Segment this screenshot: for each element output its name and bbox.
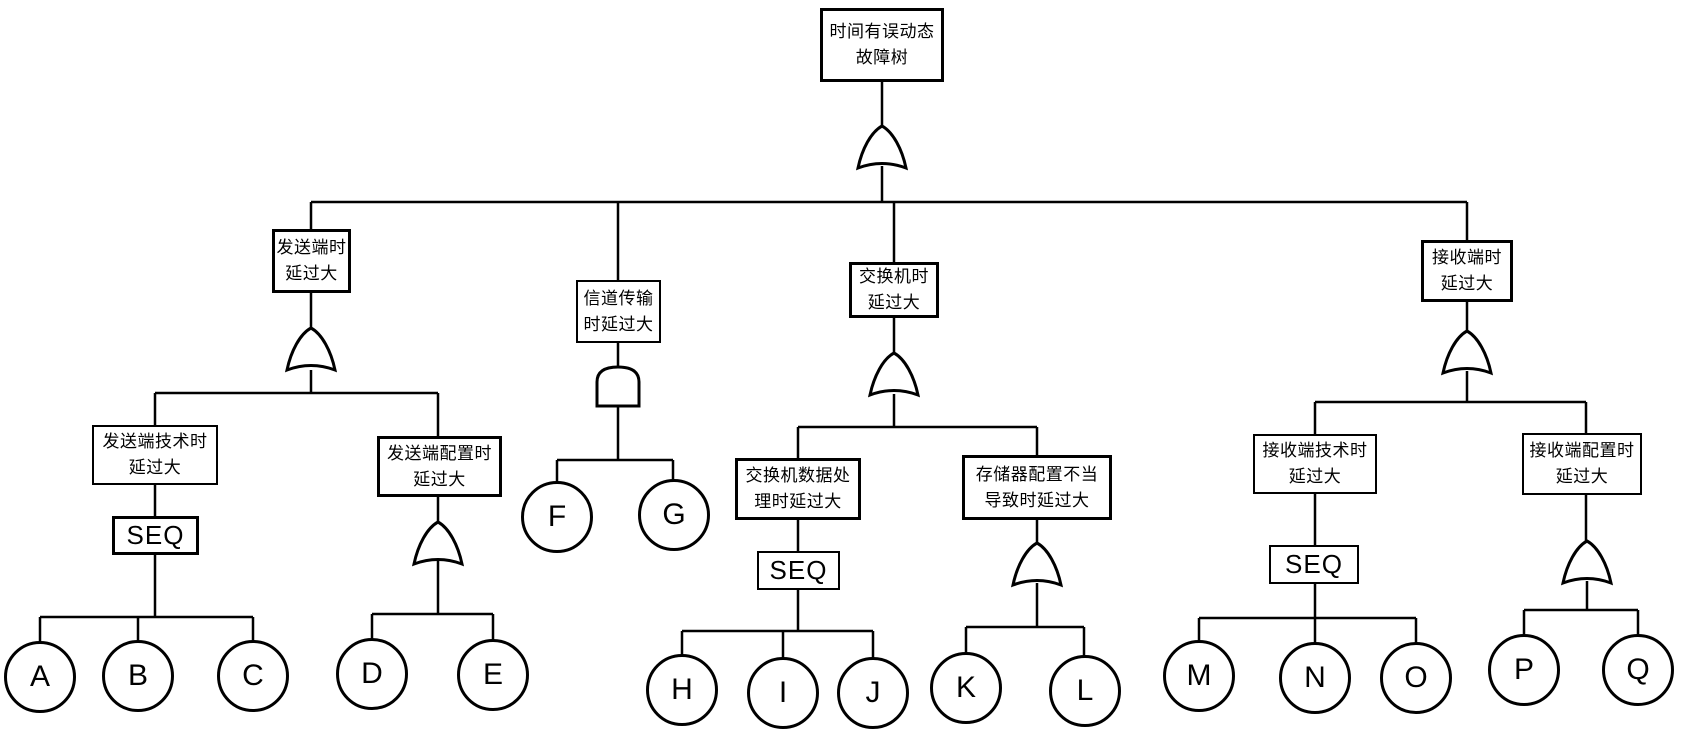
sender-config-line1: 发送端配置时 (387, 443, 492, 463)
sender-tech-seq-label: SEQ (126, 520, 185, 550)
receiver-event-line2: 延过大 (1440, 274, 1494, 293)
basic-event-label-h: H (671, 673, 693, 706)
connector-lines (38, 82, 1640, 659)
basic-event-circle-p: P (1488, 634, 1560, 706)
receiver-or-gate-icon (1440, 329, 1494, 376)
basic-event-label-q: Q (1626, 653, 1650, 686)
memory-config-line2: 导致时延过大 (984, 490, 1090, 510)
sender-event-line2: 延过大 (285, 264, 338, 283)
receiver-tech-line1: 接收端技术时 (1262, 441, 1368, 460)
top-event-line2: 故障树 (855, 48, 909, 67)
switch-data-seq-label: SEQ (769, 555, 828, 585)
basic-event-circle-g: G (638, 479, 710, 551)
basic-event-circle-m: M (1163, 640, 1235, 712)
memory-config-line1: 存储器配置不当 (975, 464, 1099, 484)
switch-event-line1: 交换机时 (859, 267, 929, 286)
basic-event-circle-q: Q (1602, 634, 1674, 706)
channel-event-line1: 信道传输 (583, 288, 654, 308)
receiver-tech-event-box: 接收端技术时 延过大 (1253, 434, 1377, 494)
receiver-tech-line2: 延过大 (1288, 467, 1342, 486)
basic-event-circle-f: F (521, 481, 593, 553)
sender-tech-seq-gate: SEQ (112, 516, 199, 555)
top-event-line1: 时间有误动态 (829, 22, 935, 41)
sender-config-or-gate-icon (411, 520, 465, 567)
basic-event-label-g: G (662, 498, 686, 531)
basic-event-circle-n: N (1279, 642, 1351, 714)
basic-event-circle-o: O (1380, 642, 1452, 714)
switch-or-gate-icon (867, 351, 921, 398)
basic-event-circle-h: H (646, 654, 718, 726)
receiver-event-line1: 接收端时 (1432, 248, 1502, 267)
basic-event-label-n: N (1304, 661, 1326, 694)
basic-event-label-p: P (1513, 653, 1534, 686)
basic-event-circle-k: K (930, 652, 1002, 724)
basic-event-label-b: B (127, 659, 148, 692)
basic-event-label-f: F (547, 500, 567, 533)
receiver-config-event-box: 接收端配置时 延过大 (1522, 433, 1642, 495)
basic-event-label-o: O (1404, 661, 1428, 694)
receiver-config-or-gate-icon (1560, 539, 1614, 586)
sender-config-line2: 延过大 (413, 469, 466, 489)
receiver-tech-seq-gate: SEQ (1269, 545, 1359, 584)
switch-data-event-box: 交换机数据处 理时延过大 (735, 458, 861, 520)
switch-data-line2: 理时延过大 (754, 492, 842, 511)
switch-event-box: 交换机时 延过大 (849, 262, 939, 318)
switch-data-seq-gate: SEQ (757, 551, 840, 590)
receiver-event-box: 接收端时 延过大 (1421, 240, 1513, 302)
basic-event-circle-j: J (837, 657, 909, 729)
basic-event-circle-b: B (102, 640, 174, 712)
basic-event-label-m: M (1186, 659, 1212, 692)
basic-event-circle-a: A (4, 641, 76, 713)
basic-event-label-d: D (361, 657, 383, 690)
basic-event-label-c: C (242, 659, 264, 692)
sender-tech-event-box: 发送端技术时 延过大 (92, 425, 218, 485)
receiver-tech-seq-label: SEQ (1285, 549, 1343, 579)
sender-config-event-box: 发送端配置时 延过大 (377, 436, 502, 497)
memory-config-or-gate-icon (1010, 541, 1064, 588)
basic-event-circle-e: E (457, 639, 529, 711)
sender-event-box: 发送端时 延过大 (272, 229, 351, 293)
channel-and-gate-icon (595, 365, 641, 408)
receiver-config-line1: 接收端配置时 (1529, 441, 1635, 460)
switch-event-line2: 延过大 (867, 293, 921, 312)
receiver-config-line2: 延过大 (1555, 467, 1609, 486)
top-or-gate-icon (855, 124, 909, 171)
top-event-box: 时间有误动态 故障树 (820, 8, 944, 82)
basic-event-label-a: A (29, 660, 50, 693)
sender-or-gate-icon (284, 326, 338, 373)
channel-event-line2: 时延过大 (583, 314, 654, 334)
sender-event-line1: 发送端时 (276, 238, 347, 257)
basic-event-label-l: L (1076, 674, 1094, 707)
basic-event-label-k: K (955, 671, 976, 704)
basic-event-circle-d: D (336, 638, 408, 710)
basic-event-label-i: I (778, 676, 788, 709)
basic-event-circle-l: L (1049, 655, 1121, 727)
sender-tech-line2: 延过大 (128, 458, 182, 477)
basic-event-circle-i: I (747, 657, 819, 729)
switch-data-line1: 交换机数据处 (745, 466, 851, 485)
channel-event-box: 信道传输 时延过大 (576, 280, 661, 343)
basic-event-label-e: E (482, 658, 503, 691)
memory-config-event-box: 存储器配置不当 导致时延过大 (962, 455, 1112, 520)
basic-event-circle-c: C (217, 640, 289, 712)
sender-tech-line1: 发送端技术时 (102, 432, 208, 451)
basic-event-label-j: J (865, 676, 881, 709)
